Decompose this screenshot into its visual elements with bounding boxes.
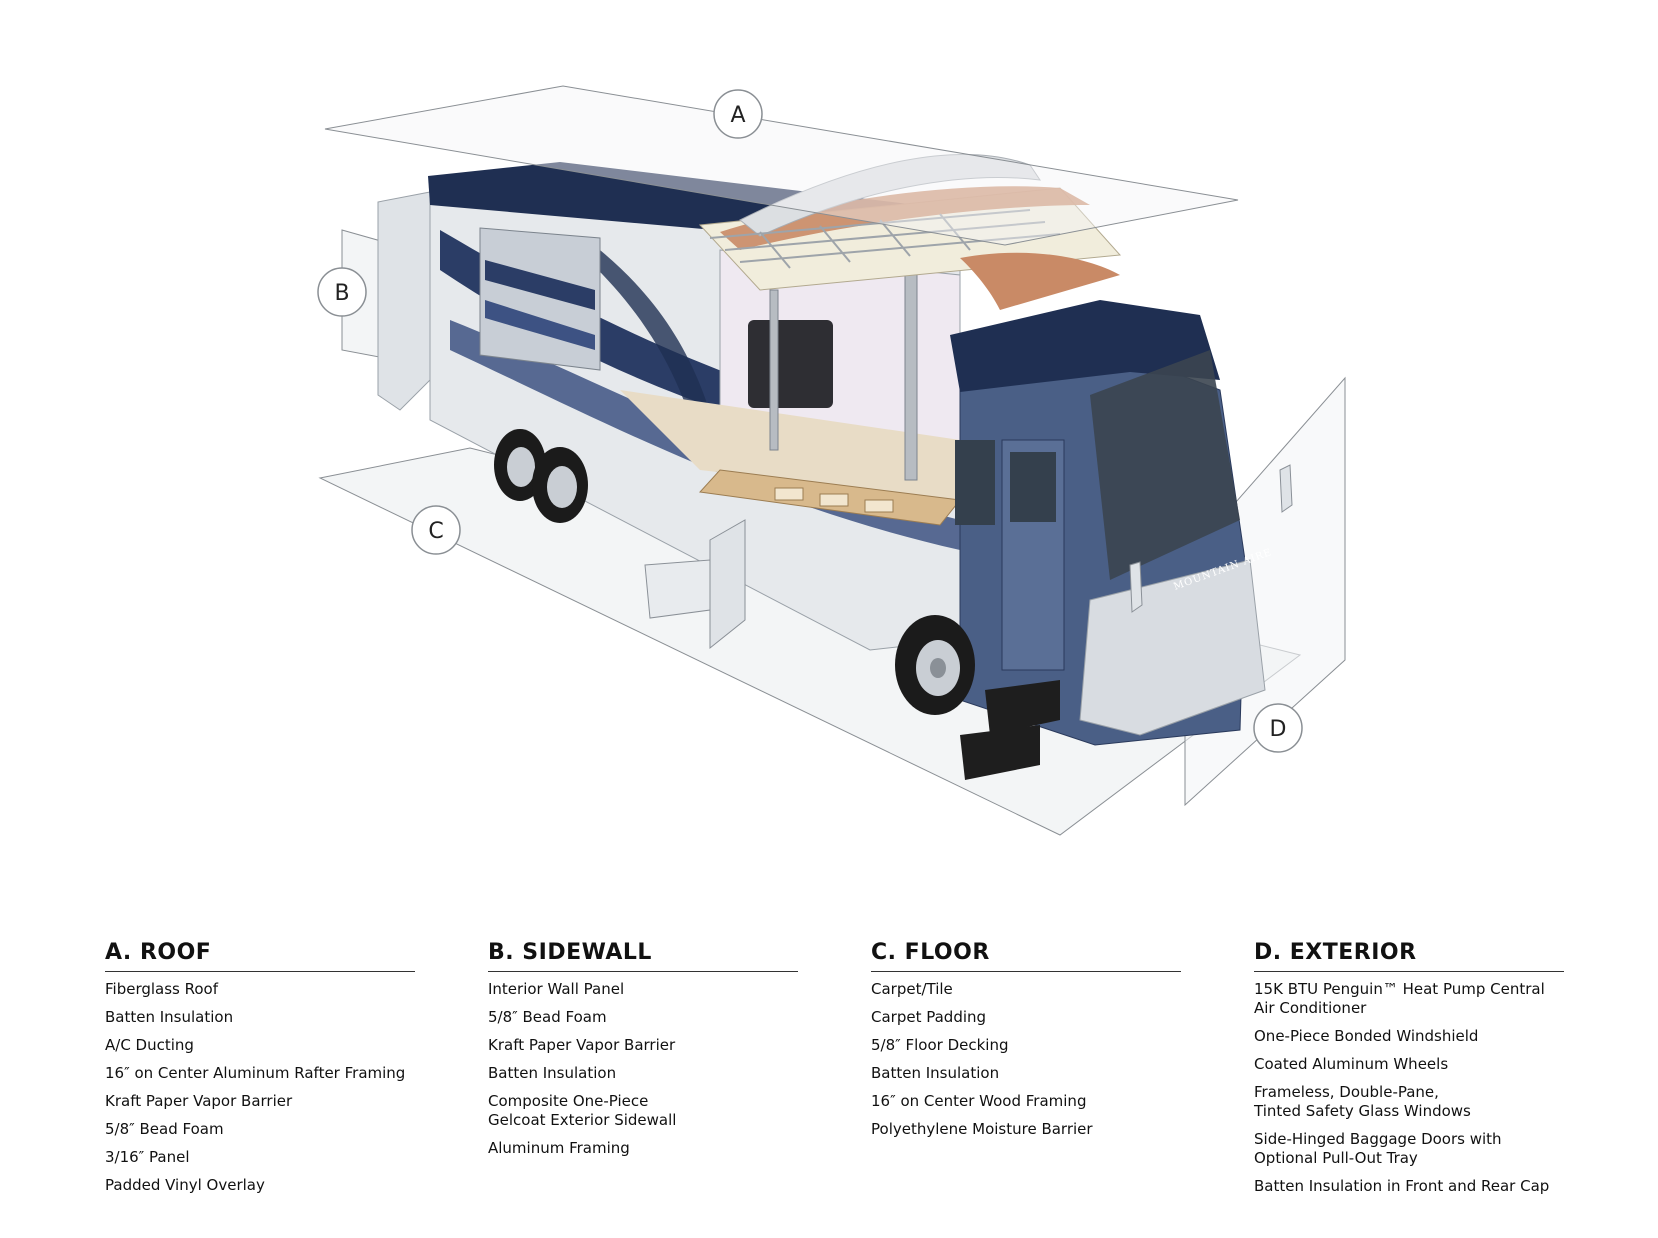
roof-plane — [324, 85, 1239, 246]
list-item: Polyethylene Moisture Barrier — [871, 1120, 1093, 1138]
list-item: Interior Wall Panel — [488, 980, 625, 998]
list-item: Kraft Paper Vapor Barrier — [488, 1036, 676, 1054]
list-item: Carpet Padding — [871, 1008, 987, 1026]
spec-section-roof: A. ROOF Fiberglass Roof Batten Insulatio… — [105, 940, 415, 1204]
list-item: Kraft Paper Vapor Barrier — [105, 1092, 293, 1110]
section-heading: B. SIDEWALL — [488, 940, 798, 972]
spec-list: Fiberglass Roof Batten Insulation A/C Du… — [105, 980, 415, 1195]
list-item: Batten Insulation — [871, 1064, 1000, 1082]
callout-a: A — [713, 89, 763, 139]
list-item: 5/8″ Bead Foam — [105, 1120, 224, 1138]
floor-framing — [698, 469, 961, 526]
section-heading: D. EXTERIOR — [1254, 940, 1564, 972]
list-item: 16″ on Center Wood Framing — [871, 1092, 1087, 1110]
svg-text:C: C — [428, 519, 443, 544]
list-item: 15K BTU Penguin™ Heat Pump Central Air C… — [1254, 980, 1545, 1017]
list-item: Aluminum Framing — [488, 1139, 630, 1157]
section-heading: A. ROOF — [105, 940, 415, 972]
list-item: 16″ on Center Aluminum Rafter Framing — [105, 1064, 406, 1082]
list-item: A/C Ducting — [105, 1036, 194, 1054]
svg-text:B: B — [334, 281, 349, 306]
svg-text:A: A — [730, 103, 745, 128]
section-heading: C. FLOOR — [871, 940, 1181, 972]
svg-text:D: D — [1270, 717, 1287, 742]
list-item: Coated Aluminum Wheels — [1254, 1055, 1449, 1073]
rafter-framing — [709, 209, 1061, 269]
list-item: Carpet/Tile — [871, 980, 953, 998]
list-item: Side-Hinged Baggage Doors with Optional … — [1254, 1130, 1502, 1167]
spec-section-floor: C. FLOOR Carpet/Tile Carpet Padding 5/8″… — [871, 940, 1181, 1148]
callout-b: B — [317, 267, 367, 317]
list-item: 5/8″ Floor Decking — [871, 1036, 1009, 1054]
list-item: Fiberglass Roof — [105, 980, 219, 998]
spec-section-exterior: D. EXTERIOR 15K BTU Penguin™ Heat Pump C… — [1254, 940, 1564, 1205]
list-item: One-Piece Bonded Windshield — [1254, 1027, 1479, 1045]
rear-wheels — [494, 429, 588, 523]
list-item: Frameless, Double-Pane, Tinted Safety Gl… — [1254, 1083, 1471, 1120]
list-item: Batten Insulation in Front and Rear Cap — [1254, 1177, 1550, 1195]
callout-d: D — [1253, 703, 1303, 753]
list-item: Batten Insulation — [105, 1008, 234, 1026]
spec-section-sidewall: B. SIDEWALL Interior Wall Panel 5/8″ Bea… — [488, 940, 798, 1167]
front-wheel — [895, 615, 975, 715]
spec-list: Interior Wall Panel 5/8″ Bead Foam Kraft… — [488, 980, 798, 1158]
list-item: Padded Vinyl Overlay — [105, 1176, 265, 1194]
spec-list: 15K BTU Penguin™ Heat Pump Central Air C… — [1254, 980, 1564, 1196]
rv-cutaway-diagram: MOUNTAIN AIRE A B C D — [317, 85, 1346, 836]
callout-c: C — [411, 505, 461, 555]
spec-list: Carpet/Tile Carpet Padding 5/8″ Floor De… — [871, 980, 1181, 1139]
list-item: 5/8″ Bead Foam — [488, 1008, 607, 1026]
list-item: Batten Insulation — [488, 1064, 617, 1082]
rv-body: MOUNTAIN AIRE — [377, 153, 1293, 780]
list-item: 3/16″ Panel — [105, 1148, 190, 1166]
roof-layers — [698, 153, 1122, 310]
list-item: Composite One-Piece Gelcoat Exterior Sid… — [488, 1092, 677, 1129]
